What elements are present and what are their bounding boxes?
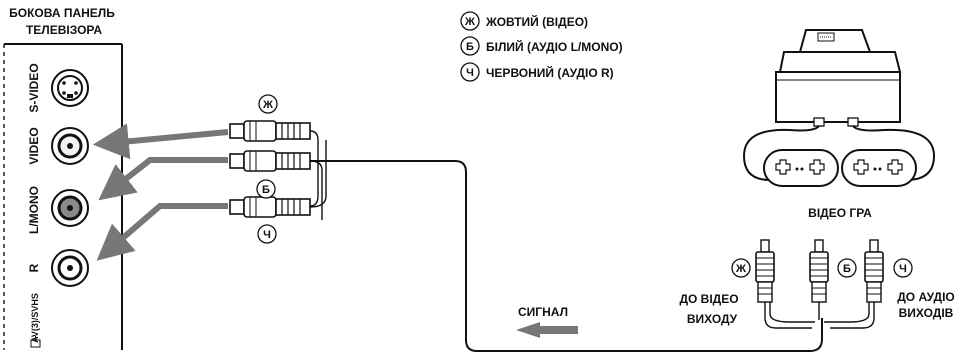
svg-text:Ж: Ж	[464, 16, 475, 28]
lmono-jack	[51, 189, 89, 227]
jack-label-r: R	[27, 263, 41, 272]
r-jack	[51, 249, 89, 287]
tv-panel-title-line2: ТЕЛЕВІЗОРА	[26, 23, 102, 37]
signal-label: СИГНАЛ	[518, 305, 568, 319]
left-symbol-bottom: Ч	[257, 224, 277, 244]
signal-arrow	[516, 322, 578, 338]
game-console	[775, 29, 902, 127]
svg-text:Б: Б	[262, 184, 270, 196]
controller-left	[763, 149, 839, 187]
legend-item-white: Б БІЛИЙ (АУДІО L/MONO)	[460, 36, 623, 56]
jack-label-svideo: S-VIDEO	[27, 63, 41, 112]
left-plug-top	[229, 120, 311, 142]
svg-text:БІЛИЙ (АУДІО L/MONO): БІЛИЙ (АУДІО L/MONO)	[486, 39, 623, 54]
svg-text:Ч: Ч	[899, 263, 907, 275]
av-input-icon	[30, 336, 41, 348]
audio-out-line2: ВИХОДІВ	[899, 306, 954, 320]
right-plug-right	[864, 239, 884, 303]
svg-text:Ч: Ч	[466, 67, 474, 79]
left-plug-middle	[229, 150, 311, 172]
jack-label-video: VIDEO	[27, 127, 41, 164]
video-out-line2: ВИХОДУ	[687, 312, 738, 326]
legend-item-yellow: Ж ЖОВТИЙ (ВІДЕО)	[460, 11, 588, 31]
tv-panel-title-line1: БОКОВА ПАНЕЛЬ	[9, 6, 115, 20]
right-symbol-left: Ж	[731, 258, 751, 278]
controller-right	[841, 149, 917, 187]
right-plug-left	[755, 239, 775, 303]
left-symbol-top: Ж	[258, 94, 278, 114]
audio-out-line1: ДО АУДІО	[897, 290, 955, 304]
right-symbol-middle: Б	[837, 258, 857, 278]
legend-item-red: Ч ЧЕРВОНИЙ (АУДІО R)	[460, 62, 614, 82]
controller-cables	[742, 125, 936, 181]
video-jack	[51, 127, 89, 165]
left-plug-bottom	[229, 196, 311, 218]
right-symbol-right: Ч	[893, 258, 913, 278]
jack-label-av: AV(3)/SVHS	[30, 293, 40, 343]
right-cable-bundle	[764, 302, 875, 329]
svg-text:Ч: Ч	[263, 229, 271, 241]
svg-text:Ж: Ж	[262, 99, 273, 111]
legend: Ж ЖОВТИЙ (ВІДЕО) Б БІЛИЙ (АУДІО L/MONO) …	[460, 11, 623, 82]
left-symbol-middle: Б	[256, 179, 276, 199]
video-out-line1: ДО ВІДЕО	[679, 292, 738, 306]
svg-text:Ж: Ж	[735, 263, 746, 275]
left-cable-bundle	[309, 130, 327, 220]
signal-cable	[310, 160, 823, 352]
svg-text:Б: Б	[466, 41, 474, 53]
svg-text:Б: Б	[843, 263, 851, 275]
svideo-jack	[51, 69, 89, 107]
connection-arrows	[92, 123, 229, 261]
svg-text:ЖОВТИЙ (ВІДЕО): ЖОВТИЙ (ВІДЕО)	[485, 14, 588, 29]
svg-text:ЧЕРВОНИЙ (АУДІО R): ЧЕРВОНИЙ (АУДІО R)	[486, 65, 614, 80]
jack-label-lmono: L/MONO	[27, 186, 41, 234]
game-label: ВІДЕО ГРА	[808, 206, 872, 220]
right-plug-middle	[809, 239, 829, 303]
